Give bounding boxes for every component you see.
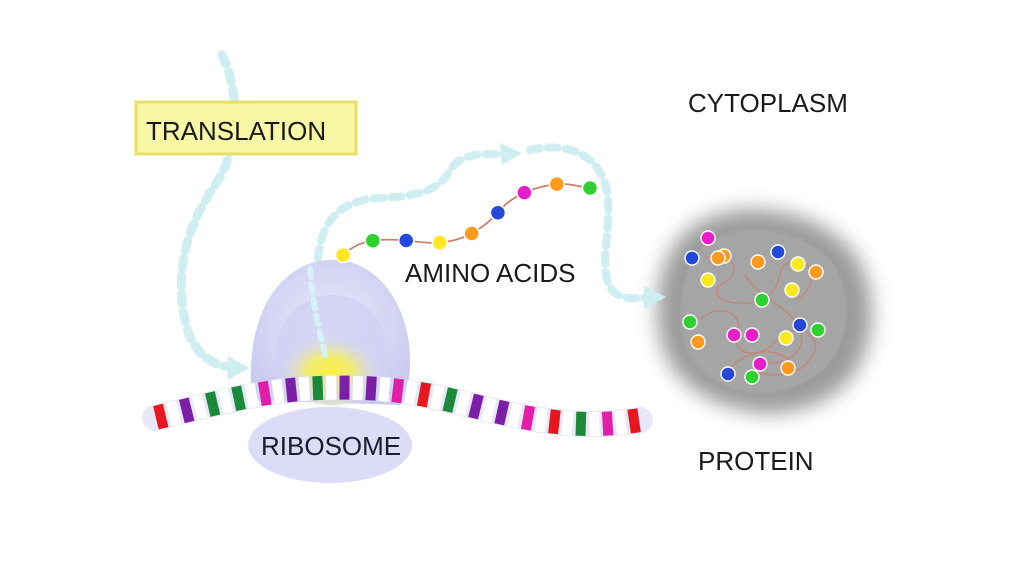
protein-bead xyxy=(810,322,826,338)
mrna-codon xyxy=(589,411,600,437)
mrna-codon xyxy=(561,410,574,436)
mrna-codon xyxy=(153,403,169,430)
mrna-strand xyxy=(142,374,653,438)
protein-bead xyxy=(726,327,742,343)
protein-arrow xyxy=(526,143,652,303)
protein-bead xyxy=(792,317,808,333)
amino-acid-bead xyxy=(548,175,566,193)
protein-bead xyxy=(780,360,796,376)
protein-bead xyxy=(720,366,736,382)
mrna-codon xyxy=(285,377,298,403)
amino-acid-beads xyxy=(334,175,599,264)
protein-bead xyxy=(710,250,726,266)
mrna-codon xyxy=(601,411,614,436)
protein-bead xyxy=(744,327,760,343)
amino-acids-label: AMINO ACIDS xyxy=(405,258,575,288)
protein-bead xyxy=(700,230,716,246)
mrna-codon xyxy=(365,376,377,401)
amino-acid-bead xyxy=(516,184,533,201)
protein-bead xyxy=(682,314,698,330)
protein-bead xyxy=(750,254,766,270)
amino-acid-bead xyxy=(431,234,448,251)
translation-arrowhead xyxy=(228,356,250,380)
amino-acid-bead xyxy=(463,225,480,242)
protein-bead xyxy=(808,264,824,280)
amino-acid-bead xyxy=(334,246,352,264)
mrna-codon xyxy=(166,400,182,427)
protein-bead xyxy=(790,256,806,272)
protein-bead xyxy=(770,244,786,260)
mrna-codon xyxy=(404,379,418,406)
mrna-codon xyxy=(468,393,484,420)
protein-bead xyxy=(690,334,706,350)
mrna-codon xyxy=(455,390,471,417)
mrna-codon xyxy=(204,391,221,417)
mrna-codon xyxy=(507,402,523,429)
mrna-codon xyxy=(244,382,259,409)
mrna-codon xyxy=(481,396,497,423)
protein-bead xyxy=(700,272,716,288)
translation-label: TRANSLATION xyxy=(134,100,358,156)
protein-arrowhead xyxy=(644,286,666,309)
mrna-codon xyxy=(575,411,587,436)
mrna-codon xyxy=(231,385,246,412)
mrna-codon xyxy=(298,376,311,402)
mrna-codon xyxy=(257,380,272,407)
mrna-codon xyxy=(178,397,195,424)
protein-bead xyxy=(778,330,794,346)
mrna-codon xyxy=(494,399,510,426)
mrna-codon xyxy=(271,378,285,405)
mrna-codon xyxy=(339,375,350,400)
mrna-codon xyxy=(218,388,234,414)
ribosome-label: RIBOSOME xyxy=(261,431,401,461)
protein-bead xyxy=(744,369,760,385)
mrna-codon xyxy=(429,384,445,410)
amino-acid-bead xyxy=(581,179,599,197)
translation-label-box xyxy=(134,100,358,156)
mrna-codon xyxy=(312,375,324,401)
mrna-codon xyxy=(326,375,337,400)
mrna-codon xyxy=(548,409,561,435)
mrna-codon xyxy=(416,381,432,408)
mrna-codon xyxy=(378,377,391,402)
protein-bead xyxy=(784,282,800,298)
amino-acid-bead xyxy=(489,204,507,221)
mrna-codon xyxy=(352,375,364,401)
protein-label: PROTEIN xyxy=(698,446,814,476)
mrna-codon xyxy=(627,408,641,434)
protein-bead xyxy=(754,292,770,308)
amino-acid-bead xyxy=(364,232,382,249)
ribosome-inner-arrow xyxy=(307,265,328,358)
mrna-codon xyxy=(614,410,628,436)
protein-cloud xyxy=(656,209,872,414)
mrna-codon xyxy=(192,394,208,420)
mrna-codon xyxy=(520,405,536,431)
chain-arrowhead-top xyxy=(500,143,522,165)
chain-arrow xyxy=(314,149,509,262)
amino-acid-chain xyxy=(334,175,599,264)
protein-bead xyxy=(684,250,700,266)
protein-beads xyxy=(682,230,826,385)
amino-acid-bead xyxy=(397,232,415,249)
protein-bead xyxy=(752,356,768,372)
cytoplasm-label: CYTOPLASM xyxy=(688,88,848,118)
translation-label-text: TRANSLATION xyxy=(146,116,326,146)
mrna-codon xyxy=(442,387,458,413)
mrna-codon xyxy=(391,378,405,404)
mrna-codon xyxy=(534,407,548,433)
